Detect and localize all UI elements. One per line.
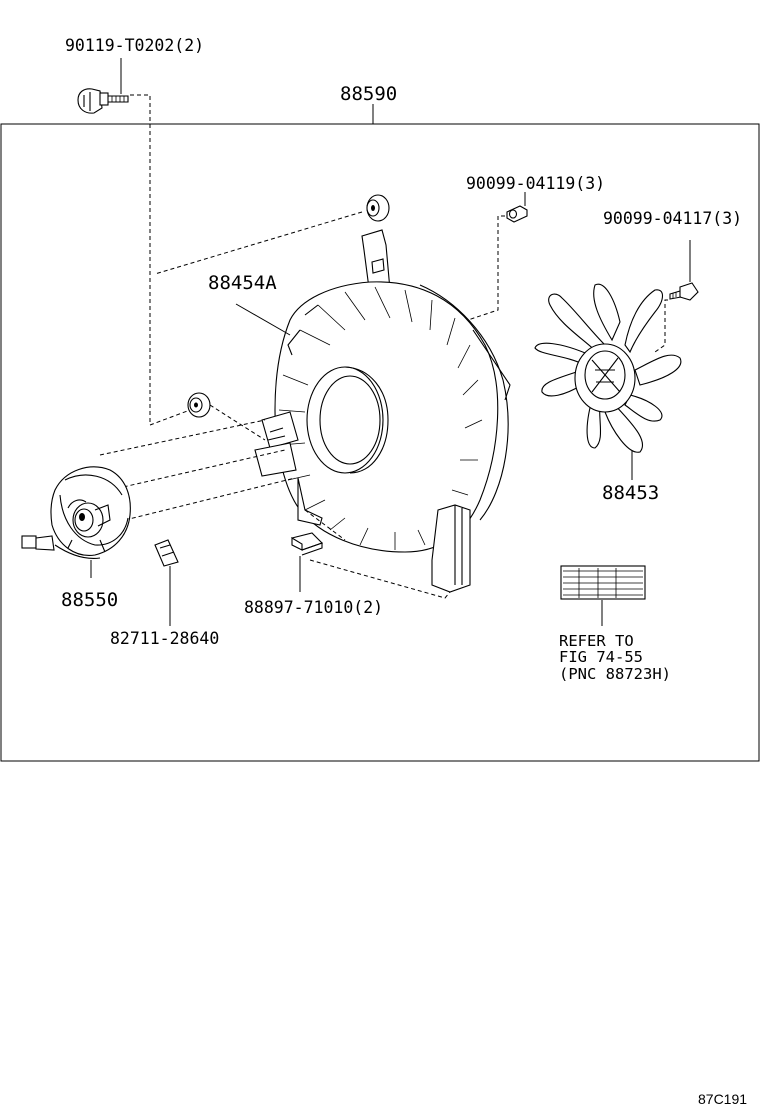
- label-bolt-90119-t0202: 90119-T0202(2): [65, 36, 204, 55]
- figure-code: 87C191: [698, 1091, 747, 1107]
- shroud-88454a[interactable]: [254, 229, 511, 593]
- assembly-frame: [0, 123, 760, 762]
- nut-90099-04119[interactable]: [506, 205, 528, 223]
- label-clip-88897-71010: 88897-71010(2): [244, 598, 383, 617]
- motor-88550[interactable]: [21, 466, 131, 559]
- label-motor-88550: 88550: [61, 589, 118, 611]
- label-shroud-88454a: 88454A: [208, 272, 277, 294]
- label-assembly-88590: 88590: [340, 83, 397, 105]
- connector-82711-28640[interactable]: [154, 539, 179, 567]
- label-connector-82711-28640: 82711-28640: [110, 629, 219, 648]
- grommet-top: [366, 194, 390, 222]
- caution-label-card: [560, 565, 646, 600]
- label-bolt-90099-04117: 90099-04117(3): [603, 209, 742, 228]
- clip-88897-71010[interactable]: [291, 532, 324, 556]
- refer-line-2: FIG 74-55: [559, 648, 643, 666]
- refer-line-3: (PNC 88723H): [559, 665, 671, 683]
- bolt-90099-04117[interactable]: [669, 282, 699, 301]
- label-nut-90099-04119: 90099-04119(3): [466, 174, 605, 193]
- fan-88453[interactable]: [534, 283, 682, 453]
- label-fan-88453: 88453: [602, 482, 659, 504]
- refer-line-1: REFER TO: [559, 632, 634, 650]
- bolt-90119-t0202[interactable]: [77, 88, 129, 114]
- grommet-lower: [187, 392, 211, 418]
